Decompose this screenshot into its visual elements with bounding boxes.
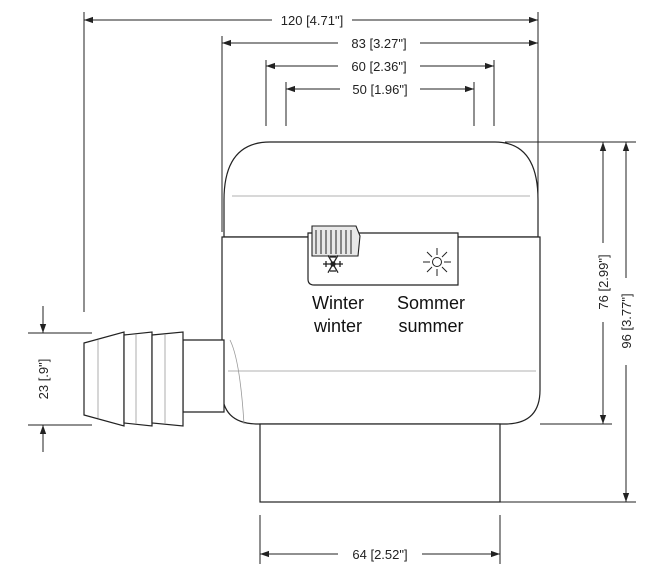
dim-label-76: 76 [2.99"] xyxy=(596,254,611,309)
dim-label-23: 23 [.9"] xyxy=(36,359,51,400)
dim-label-64: 64 [2.52"] xyxy=(352,547,407,562)
sun-icon xyxy=(423,248,451,276)
dim-width-64: 64 [2.52"] xyxy=(260,547,500,562)
dim-label-83: 83 [3.27"] xyxy=(351,36,406,51)
dim-label-60: 60 [2.36"] xyxy=(351,59,406,74)
pump-cap xyxy=(223,141,539,238)
dim-outlet-23: 23 [.9"] xyxy=(36,306,51,452)
dim-width-83: 83 [3.27"] xyxy=(222,36,538,51)
dim-height-76: 76 [2.99"] xyxy=(596,142,611,424)
dim-label-120: 120 [4.71"] xyxy=(281,13,343,28)
summer-label-en: summer xyxy=(398,316,463,336)
dim-label-96: 96 [3.77"] xyxy=(619,293,634,348)
winter-label-en: winter xyxy=(313,316,362,336)
dim-width-50: 50 [1.96"] xyxy=(286,82,474,97)
summer-label-de: Sommer xyxy=(397,293,465,313)
pump-body xyxy=(221,141,541,503)
dim-height-96: 96 [3.77"] xyxy=(619,142,634,502)
outlet-barb xyxy=(83,331,225,427)
pump-base xyxy=(259,423,501,503)
dim-label-50: 50 [1.96"] xyxy=(352,82,407,97)
dim-width-60: 60 [2.36"] xyxy=(266,59,494,74)
extension-lines xyxy=(28,12,636,564)
switch-panel: Winter winter Sommer summer xyxy=(307,225,465,336)
switch-slider[interactable] xyxy=(311,225,361,257)
snowflake-icon xyxy=(323,254,343,274)
dim-width-120: 120 [4.71"] xyxy=(84,13,538,28)
winter-label-de: Winter xyxy=(312,293,364,313)
